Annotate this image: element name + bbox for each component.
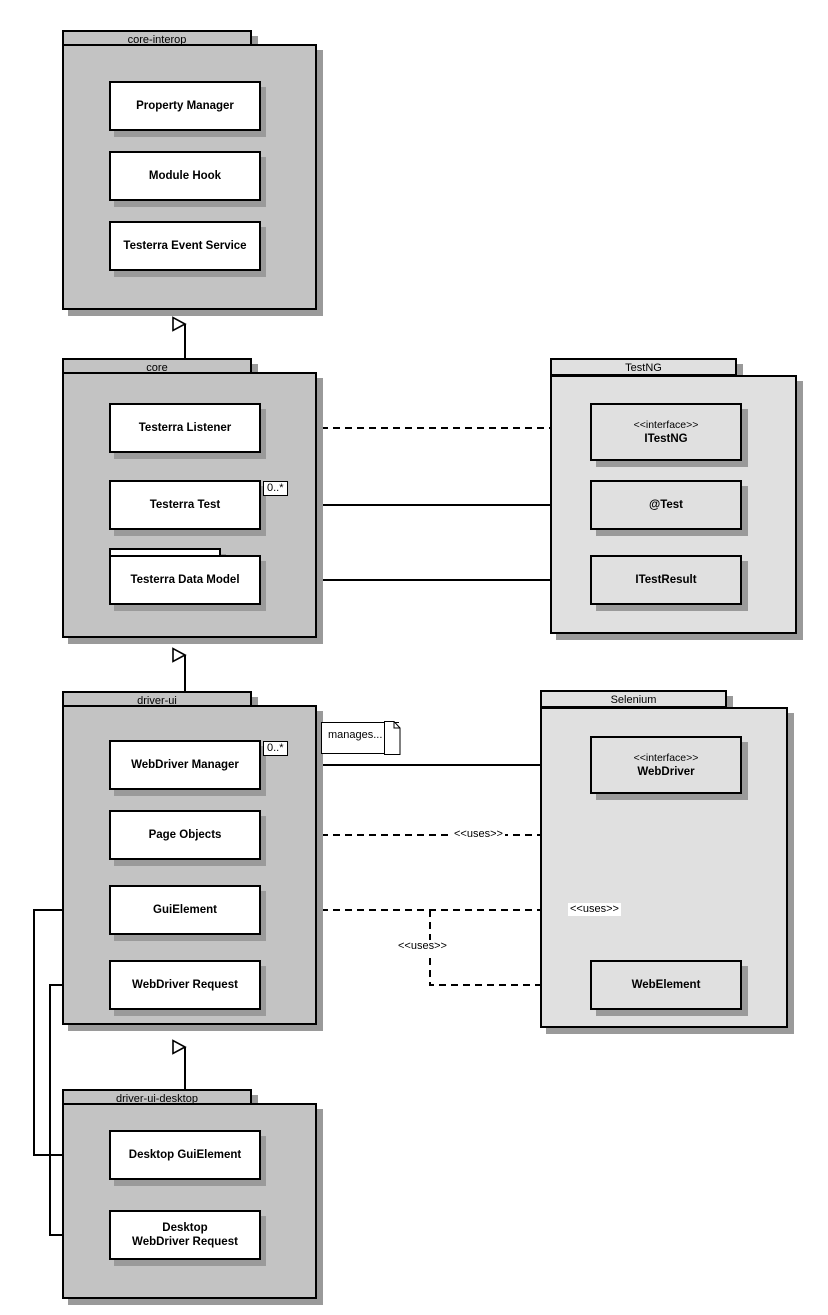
label-uses-page-objects: <<uses>> [452,828,505,841]
class-webdriver[interactable]: <<interface>> WebDriver [590,736,742,794]
class-desktop-guielement[interactable]: Desktop GuiElement [109,1130,261,1180]
class-module-hook[interactable]: Module Hook [109,151,261,201]
class-testerra-listener[interactable]: Testerra Listener [109,403,261,453]
label-multiplicity-webdriver-manager: 0..* [263,741,288,756]
class-webdriver-request[interactable]: WebDriver Request [109,960,261,1010]
class-itestng-label: ITestNG [644,432,688,445]
label-uses-guielement: <<uses>> [568,903,621,916]
class-itestng[interactable]: <<interface>> ITestNG [590,403,742,461]
package-testng-tab: TestNG [550,358,737,376]
class-testerra-event-service[interactable]: Testerra Event Service [109,221,261,271]
label-multiplicity-testerra-test: 0..* [263,481,288,496]
class-itestresult[interactable]: ITestResult [590,555,742,605]
label-uses-webelement: <<uses>> [396,940,449,953]
class-desktop-webdriver-request-line1: Desktop [162,1222,208,1234]
class-property-manager[interactable]: Property Manager [109,81,261,131]
class-desktop-webdriver-request-line2: WebDriver Request [132,1236,238,1248]
class-webelement[interactable]: WebElement [590,960,742,1010]
class-testerra-data-model[interactable]: Testerra Data Model [109,555,261,605]
class-guielement[interactable]: GuiElement [109,885,261,935]
class-webdriver-label: WebDriver [637,765,695,778]
class-page-objects[interactable]: Page Objects [109,810,261,860]
class-webdriver-stereotype: <<interface>> [633,751,699,764]
note-fold-corner-icon [384,721,401,755]
class-testerra-test[interactable]: Testerra Test [109,480,261,530]
class-desktop-webdriver-request[interactable]: Desktop WebDriver Request [109,1210,261,1260]
class-test-annotation[interactable]: @Test [590,480,742,530]
package-selenium-tab: Selenium [540,690,727,708]
class-webdriver-manager[interactable]: WebDriver Manager [109,740,261,790]
class-itestng-stereotype: <<interface>> [633,418,699,431]
